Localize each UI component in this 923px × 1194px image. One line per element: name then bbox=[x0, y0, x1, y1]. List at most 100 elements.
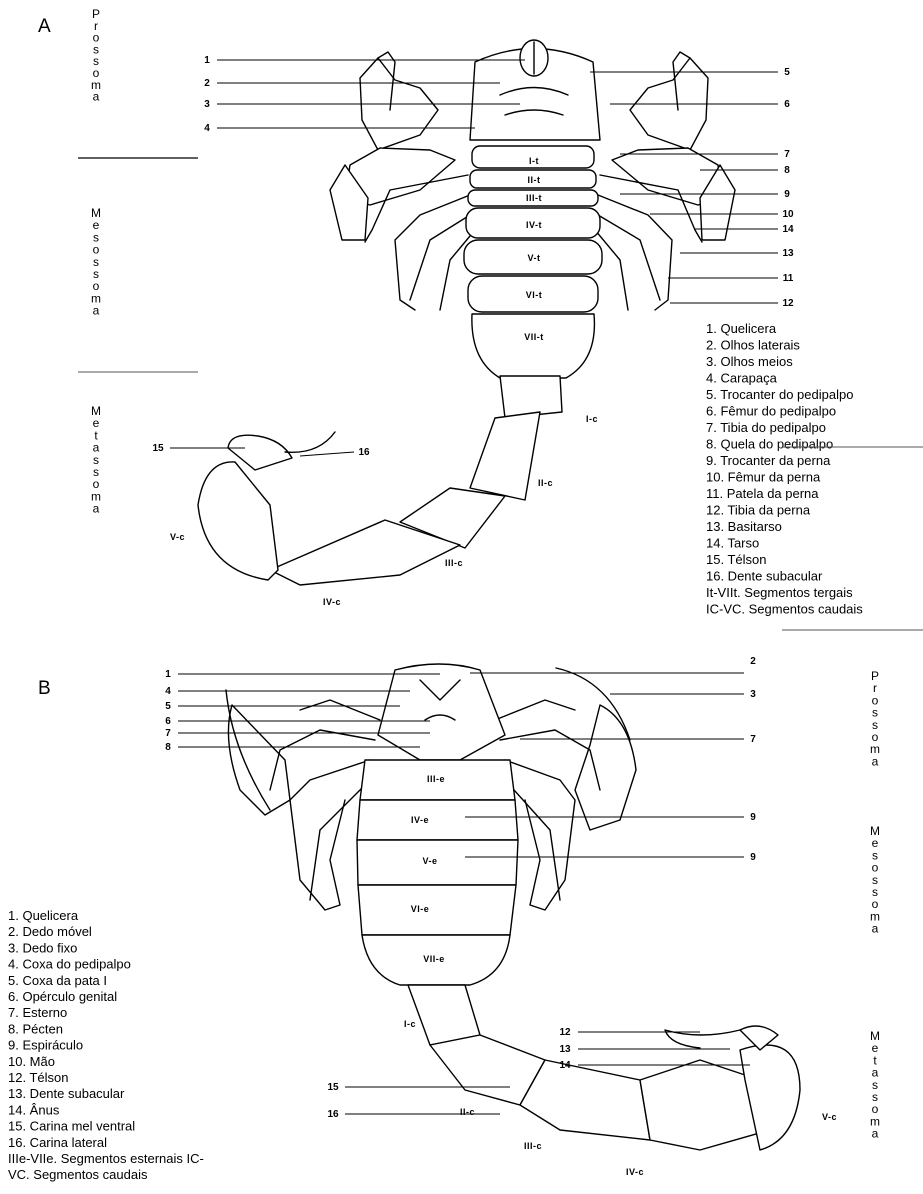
legend-line: 14. Tarso bbox=[706, 536, 759, 551]
panel-a-callout-13: 13 bbox=[782, 248, 794, 259]
legend-line: 13. Basitarso bbox=[706, 519, 782, 534]
panel-a-scorpion-dorsal bbox=[198, 40, 735, 585]
legend-line: 5. Coxa da pata I bbox=[8, 973, 107, 988]
legend-line: 11. Patela da perna bbox=[706, 486, 819, 501]
region-letter: a bbox=[93, 502, 100, 516]
panel-a-callout-4: 4 bbox=[204, 123, 210, 134]
legend-line: 8. Pécten bbox=[8, 1021, 63, 1036]
panel-a-segment-vii-t: VII-t bbox=[524, 332, 544, 342]
panel-b-segment-v-c: V-c bbox=[822, 1112, 837, 1122]
panel-a-callout-8: 8 bbox=[784, 165, 790, 176]
legend-line: 7. Tibia do pedipalpo bbox=[706, 420, 826, 435]
panel-b-callout-14: 14 bbox=[559, 1060, 571, 1071]
panel-b-segment-iii-e: III-e bbox=[427, 774, 445, 784]
panel-b-callout-2: 2 bbox=[750, 656, 756, 667]
legend-line: 9. Espiráculo bbox=[8, 1038, 83, 1053]
panel-b-segment-iv-c: IV-c bbox=[626, 1167, 644, 1177]
legend-line: 2. Dedo móvel bbox=[8, 924, 92, 939]
legend-line: 2. Olhos laterais bbox=[706, 338, 800, 353]
panel-a-callout-2: 2 bbox=[204, 78, 210, 89]
legend-line: 8. Quela do pedipalpo bbox=[706, 437, 833, 452]
legend-line: 5. Trocanter do pedipalpo bbox=[706, 387, 853, 402]
panel-a-segment-iii-c: III-c bbox=[445, 558, 463, 568]
panel-a-callout-9: 9 bbox=[784, 189, 790, 200]
legend-line: 3. Olhos meios bbox=[706, 354, 793, 369]
legend-line: 4. Coxa do pedipalpo bbox=[8, 957, 131, 972]
panel-a-callout-14: 14 bbox=[782, 224, 794, 235]
panel-a-callout-11: 11 bbox=[783, 273, 794, 284]
region-letter: a bbox=[872, 754, 879, 768]
panel-a-callout-6: 6 bbox=[784, 99, 790, 110]
legend-line: 15. Télson bbox=[706, 552, 766, 567]
legend-line: 10. Mão bbox=[8, 1054, 55, 1069]
legend-line: 14. Ânus bbox=[8, 1102, 60, 1117]
legend-line: It-VIIt. Segmentos tergais bbox=[706, 585, 853, 600]
panel-b-segment-vii-e: VII-e bbox=[423, 954, 445, 964]
legend-line: 9. Trocanter da perna bbox=[706, 453, 831, 468]
legend-line: IIIe-VIIe. Segmentos esternais IC- bbox=[8, 1151, 204, 1166]
panel-a-segment-i-t: I-t bbox=[529, 156, 539, 166]
panel-b-callout-7-right: 7 bbox=[750, 734, 756, 745]
panel-b-callout-5: 5 bbox=[165, 701, 171, 712]
panel-a-segment-iii-t: III-t bbox=[526, 193, 542, 203]
panel-b-segment-ii-c: II-c bbox=[460, 1107, 475, 1117]
legend-line: 6. Fêmur do pedipalpo bbox=[706, 404, 836, 419]
legend-line: 3. Dedo fixo bbox=[8, 940, 77, 955]
panel-b-callout-12: 12 bbox=[559, 1027, 571, 1038]
panel-b-callout-9-upper: 9 bbox=[750, 812, 756, 823]
panel-a-segment-vi-t: VI-t bbox=[526, 290, 543, 300]
legend-line: 1. Quelicera bbox=[8, 908, 79, 923]
panel-b-callout-8: 8 bbox=[165, 742, 171, 753]
panel-b-callout-9-lower: 9 bbox=[750, 852, 756, 863]
legend-line: 15. Carina mel ventral bbox=[8, 1119, 135, 1134]
panel-a-region-metassoma: Metassoma bbox=[91, 404, 101, 516]
panel-b-segment-iv-e: IV-e bbox=[411, 815, 429, 825]
panel-a-segment-i-c: I-c bbox=[586, 414, 598, 424]
legend-line: 16. Carina lateral bbox=[8, 1135, 107, 1150]
panel-a-segment-v-t: V-t bbox=[527, 253, 540, 263]
legend-line: 6. Opérculo genital bbox=[8, 989, 117, 1004]
legend-line: 1. Quelicera bbox=[706, 321, 777, 336]
panel-a-segment-ii-t: II-t bbox=[528, 175, 541, 185]
panel-a-segment-iv-c: IV-c bbox=[323, 597, 341, 607]
region-letter: a bbox=[872, 1127, 879, 1141]
panel-b-letter: B bbox=[38, 678, 51, 699]
panel-b-callout-3: 3 bbox=[750, 689, 756, 700]
panel-b-callout-7-left: 7 bbox=[165, 728, 171, 739]
legend-line: IC-VC. Segmentos caudais bbox=[706, 602, 863, 617]
panel-b-callout-1: 1 bbox=[165, 669, 171, 680]
panel-b-legend: 1. Quelicera2. Dedo móvel3. Dedo fixo 4. … bbox=[8, 908, 204, 1182]
panel-a-segment-v-c: V-c bbox=[170, 532, 185, 542]
panel-b-segment-vi-e: VI-e bbox=[411, 904, 430, 914]
panel-a-callout-5: 5 bbox=[784, 67, 790, 78]
panel-b-callout-6: 6 bbox=[165, 716, 171, 727]
panel-a-callout-15: 15 bbox=[152, 443, 164, 454]
panel-a-callout-12: 12 bbox=[782, 298, 794, 309]
legend-line: 4. Carapaça bbox=[706, 371, 778, 386]
region-letter: a bbox=[93, 90, 100, 104]
region-letter: a bbox=[93, 304, 100, 318]
panel-a-segment-ii-c: II-c bbox=[538, 478, 553, 488]
panel-a-callout-10: 10 bbox=[782, 209, 794, 220]
region-letter: a bbox=[872, 922, 879, 936]
legend-line: 16. Dente subacular bbox=[706, 569, 823, 584]
legend-line: 7. Esterno bbox=[8, 1005, 67, 1020]
panel-a-region-mesossoma: Mesossoma bbox=[91, 206, 101, 318]
panel-b-segment-v-e: V-e bbox=[422, 856, 437, 866]
panel-a-callout-16: 16 bbox=[358, 447, 370, 458]
panel-a-callout-7: 7 bbox=[784, 149, 790, 160]
panel-a-letter: A bbox=[38, 16, 51, 37]
legend-line: 12. Tibia da perna bbox=[706, 503, 811, 518]
panel-b-callout-16: 16 bbox=[327, 1109, 339, 1120]
legend-line: 13. Dente subacular bbox=[8, 1086, 125, 1101]
legend-line: 12. Télson bbox=[8, 1070, 68, 1085]
panel-a-callout-1: 1 bbox=[204, 55, 210, 66]
panel-b-callout-13: 13 bbox=[559, 1044, 571, 1055]
panel-a-segment-iv-t: IV-t bbox=[526, 220, 542, 230]
